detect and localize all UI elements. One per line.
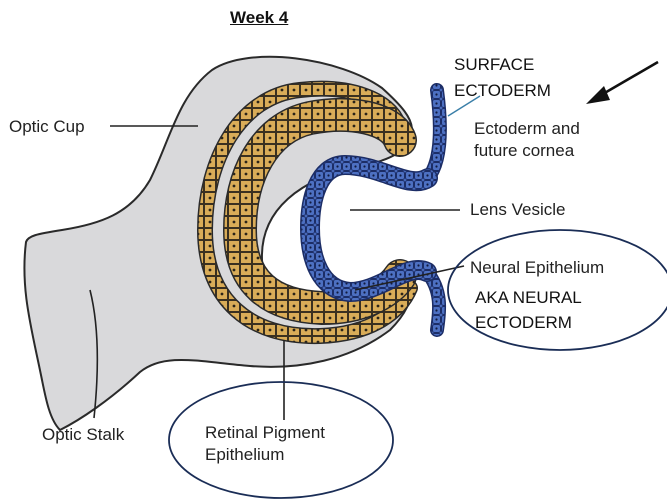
optic-cup-label: Optic Cup: [9, 117, 85, 136]
ectoderm-cornea-leader: [447, 95, 481, 117]
aka-neural-label-line1: AKA NEURAL: [475, 288, 582, 307]
optic-stalk-leader: [89, 289, 99, 419]
rpe-circle: [168, 381, 394, 499]
rpe-label-line2: Epithelium: [205, 445, 285, 464]
neural-epithelium-circle: [447, 229, 667, 351]
neural-epithelium-label: Neural Epithelium: [470, 258, 605, 277]
rpe-label-line1: Retinal Pigment: [205, 423, 326, 442]
arrowhead-icon: [586, 86, 610, 104]
diagram-title: Week 4: [230, 8, 289, 27]
surface-ectoderm-label-line1: SURFACE: [454, 55, 535, 74]
optic-stalk-label: Optic Stalk: [42, 425, 125, 444]
aka-neural-label-line2: ECTODERM: [475, 313, 572, 332]
ectoderm-cornea-label-line2: future cornea: [474, 141, 575, 160]
neural-epithelium-leader: [354, 265, 465, 291]
lens-vesicle-label: Lens Vesicle: [470, 200, 566, 219]
surface-ectoderm-label-line2: ECTODERM: [454, 81, 551, 100]
ectoderm-cornea-label-line1: Ectoderm and: [474, 119, 580, 138]
